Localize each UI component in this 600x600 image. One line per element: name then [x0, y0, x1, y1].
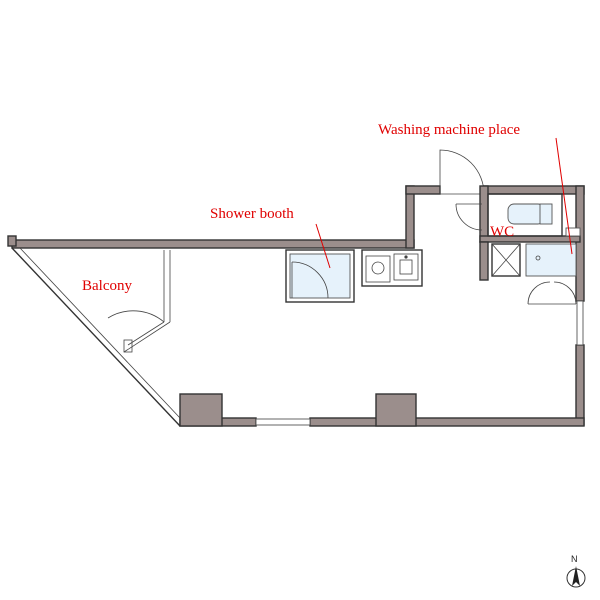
- shower-booth-label: Shower booth: [210, 206, 294, 222]
- right-wall: [575, 185, 585, 426]
- bottom-wall: [179, 393, 585, 427]
- north-label: N: [571, 554, 578, 564]
- washing-machine-label: Washing machine place: [378, 122, 520, 138]
- wc-label: WC: [490, 224, 514, 240]
- toilet-icon: [507, 203, 553, 225]
- kitchen-counter: [361, 249, 423, 287]
- wc-room: [455, 185, 581, 243]
- stove-icon: [365, 255, 391, 283]
- top-wall-left: [7, 235, 415, 249]
- washing-machine-place: [479, 241, 577, 305]
- north-arrow-icon: N: [566, 554, 586, 588]
- entry-door: [439, 149, 485, 195]
- sink-icon: [393, 253, 419, 281]
- balcony-area: [11, 247, 181, 427]
- shower-booth: [285, 249, 355, 303]
- balcony-label: Balcony: [82, 278, 132, 294]
